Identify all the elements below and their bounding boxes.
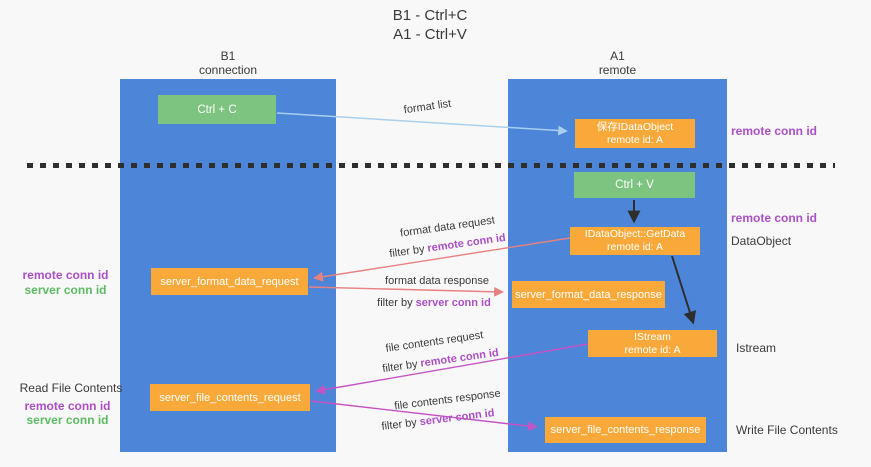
- node-server-file-contents-request: server_file_contents_request: [150, 384, 310, 411]
- label-write-file-contents: Write File Contents: [736, 423, 838, 437]
- server-conn-id-text: server conn id: [415, 297, 491, 309]
- title-line-2: A1 - Ctrl+V: [393, 26, 467, 43]
- node-ctrl-c: Ctrl + C: [158, 95, 276, 124]
- remote-conn-id-text: remote conn id: [419, 346, 500, 370]
- title-line-1: B1 - Ctrl+C: [392, 7, 468, 24]
- node-format-response-label: server_format_data_response: [515, 288, 662, 301]
- label-read-file-contents: Read File Contents: [19, 381, 123, 395]
- node-idataobject-getdata: IDataObject::GetData remote id: A: [570, 227, 700, 255]
- label-dataobject: DataObject: [731, 234, 792, 248]
- label-server-conn-id-left-2: server conn id: [26, 413, 109, 427]
- node-ctrl-c-label: Ctrl + C: [197, 103, 237, 116]
- node-file-response-label: server_file_contents_response: [550, 424, 701, 436]
- copy-paste-separator-dashed-line: [27, 163, 835, 168]
- node-ctrl-v-label: Ctrl + V: [615, 179, 654, 191]
- node-file-request-label: server_file_contents_request: [159, 391, 301, 404]
- label-remote-conn-id-left-2: remote conn id: [24, 399, 111, 413]
- filter-by-text: filter by: [381, 358, 419, 376]
- column-b1-name: B1: [220, 49, 236, 63]
- column-b1-role: connection: [198, 63, 258, 77]
- node-istream-line2: remote id: A: [624, 343, 681, 356]
- label-remote-conn-id-mid-right: remote conn id: [731, 211, 818, 225]
- node-save-idataobject: 保存IDataObject remote id: A: [575, 119, 695, 148]
- node-ctrl-v: Ctrl + V: [574, 172, 695, 198]
- column-a1-name: A1: [610, 49, 625, 63]
- column-a1-role: remote: [598, 63, 637, 77]
- node-format-request-label: server_format_data_request: [160, 275, 299, 288]
- filter-by-text: filter by: [380, 416, 418, 433]
- arrow-format-data-response: [308, 286, 504, 297]
- filter-by-text: filter by: [377, 297, 413, 309]
- node-server-format-data-response: server_format_data_response: [512, 281, 665, 308]
- label-remote-conn-id-left-1: remote conn id: [22, 268, 109, 282]
- column-header-b1: B1 connection: [120, 49, 336, 77]
- label-remote-conn-id-top-right: remote conn id: [731, 124, 818, 138]
- column-header-a1: A1 remote: [508, 49, 727, 77]
- node-save-idataobject-line2: remote id: A: [606, 133, 664, 146]
- node-save-idataobject-line1: 保存IDataObject: [596, 120, 674, 133]
- node-getdata-line1: IDataObject::GetData: [584, 228, 686, 240]
- node-server-format-data-request: server_format_data_request: [151, 268, 308, 295]
- diagram-title: B1 - Ctrl+C A1 - Ctrl+V: [310, 6, 550, 44]
- node-istream: IStream remote id: A: [588, 330, 717, 357]
- remote-conn-id-text: remote conn id: [426, 231, 507, 255]
- label-format-data-response: format data response: [385, 275, 489, 287]
- node-getdata-line2: remote id: A: [606, 241, 664, 253]
- label-istream: Istream: [736, 341, 777, 355]
- node-istream-line1: IStream: [634, 330, 671, 343]
- node-server-file-contents-response: server_file_contents_response: [545, 417, 706, 443]
- server-conn-id-text: server conn id: [419, 407, 496, 429]
- label-server-conn-id-left-1: server conn id: [24, 283, 107, 297]
- label-format-list: format list: [403, 97, 452, 117]
- filter-by-text: filter by: [388, 243, 426, 261]
